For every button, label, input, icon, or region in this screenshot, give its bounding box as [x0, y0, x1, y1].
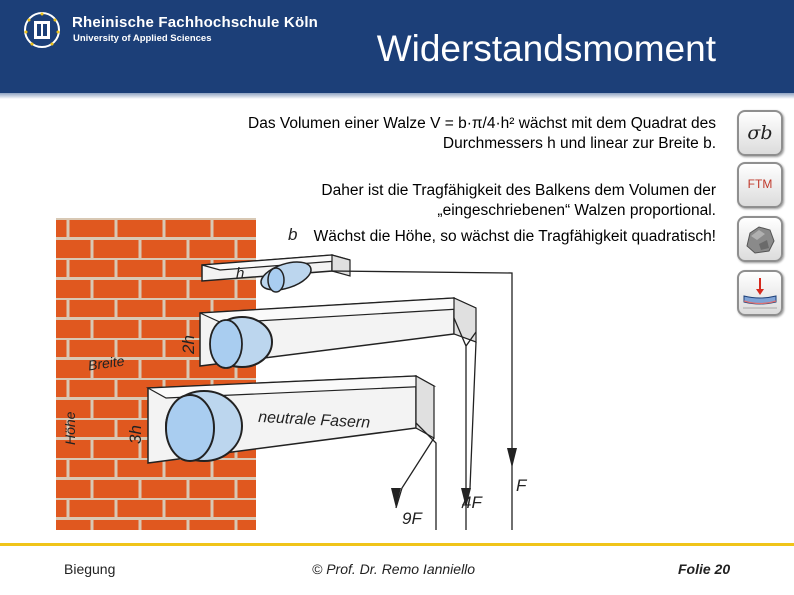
beam-figure: b h 2h 3h Breite Höhe neutrale Fasern F …	[56, 218, 536, 530]
footer-slide-number: Folie 20	[678, 561, 730, 577]
bending-beam-button[interactable]	[737, 270, 783, 316]
paragraph-volume: Das Volumen einer Walze V = b·π/4·h² wäc…	[240, 114, 716, 154]
stone-icon	[739, 218, 781, 260]
sigma-b-button[interactable]: σb	[737, 110, 783, 156]
label-hoehe: Höhe	[62, 411, 78, 445]
bending-beam-icon	[739, 272, 781, 314]
label-3h: 3h	[126, 425, 145, 444]
footer-divider	[0, 543, 794, 546]
stone-button[interactable]	[737, 216, 783, 262]
load-arrows	[391, 448, 517, 508]
university-subtitle: University of Applied Sciences	[73, 33, 212, 44]
footer-topic: Biegung	[64, 561, 115, 577]
label-h: h	[236, 265, 244, 282]
ftm-label: FTM	[739, 164, 781, 206]
university-logo-icon	[22, 10, 62, 50]
header-bar: Rheinische Fachhochschule Köln Universit…	[0, 0, 794, 93]
label-9F: 9F	[402, 509, 423, 528]
label-2h: 2h	[179, 335, 198, 355]
paragraph-height-growth: Wächst die Höhe, so wächst die Tragfähig…	[240, 227, 716, 247]
slide-title: Widerstandsmoment	[200, 28, 716, 70]
sigma-b-label: σb	[739, 112, 781, 154]
ftm-button[interactable]: FTM	[737, 162, 783, 208]
label-F: F	[516, 476, 528, 495]
header-fade	[0, 93, 794, 99]
paragraph-load-capacity: Daher ist die Tragfähigkeit des Balkens …	[240, 181, 716, 221]
footer-author: © Prof. Dr. Remo Ianniello	[312, 561, 475, 577]
label-4F: 4F	[462, 493, 483, 512]
